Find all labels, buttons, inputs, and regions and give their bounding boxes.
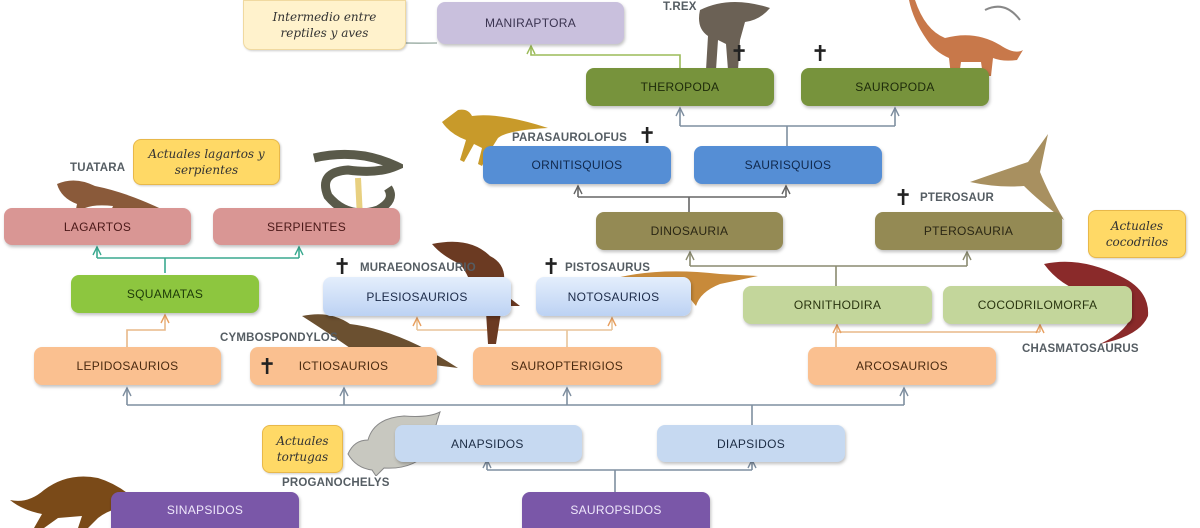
label-trex: T.REX	[663, 1, 697, 13]
node-anapsidos: ANAPSIDOS	[395, 425, 582, 462]
node-notosaurios: NOTOSAURIOS	[536, 277, 691, 316]
node-dinosauria: DINOSAURIA	[596, 212, 783, 250]
node-theropoda: THEROPODA	[586, 68, 774, 106]
node-sauropoda: SAUROPODA	[801, 68, 989, 106]
node-sauropsidos: SAUROPSIDOS	[522, 492, 710, 528]
label-proganochelys: PROGANOCHELYS	[282, 477, 390, 489]
label-pistosaurus: PISTOSAURUS	[565, 262, 651, 274]
label-muraeonosaurio: MURAEONOSAURIO	[360, 262, 476, 274]
node-plesiosaurios: PLESIOSAURIOS	[323, 277, 511, 316]
node-squamatas: SQUAMATAS	[71, 275, 259, 313]
label-pterosaur: PTEROSAUR	[920, 192, 995, 204]
synapsid-image	[10, 476, 136, 528]
note-actuales-cocodrilos: Actuales cocodrilos	[1088, 210, 1186, 258]
node-sauropterigios: SAUROPTERIGIOS	[473, 347, 661, 385]
extinct-cross-icon: ✝	[258, 355, 277, 380]
extinct-cross-icon: ✝	[811, 42, 830, 67]
label-parasaurolofus: PARASAUROLOFUS	[512, 132, 628, 144]
node-ornithodira: ORNITHODIRA	[743, 286, 932, 324]
parasaurolophus-image	[442, 109, 548, 166]
node-pterosauria: PTEROSAURIA	[875, 212, 1062, 250]
label-tuatara: TUATARA	[70, 162, 126, 174]
node-ictiosaurios: ICTIOSAURIOS	[250, 347, 437, 385]
node-maniraptora: MANIRAPTORA	[437, 2, 624, 44]
extinct-cross-icon: ✝	[542, 255, 561, 280]
note-intermedio-aves: Intermedio entre reptiles y aves	[243, 0, 406, 50]
label-chasmatosaurus: CHASMATOSAURUS	[1022, 343, 1139, 355]
node-ornitisquios: ORNITISQUIOS	[483, 146, 671, 184]
extinct-cross-icon: ✝	[638, 124, 657, 149]
extinct-cross-icon: ✝	[730, 42, 749, 67]
node-cocodrilomorfa: COCODRILOMORFA	[943, 286, 1132, 324]
node-lagartos: LAGARTOS	[4, 208, 191, 245]
sauropod-image	[909, 0, 1023, 76]
node-saurisquios: SAURISQUIOS	[694, 146, 882, 184]
node-serpientes: SERPIENTES	[213, 208, 400, 245]
node-arcosaurios: ARCOSAURIOS	[808, 347, 996, 385]
extinct-cross-icon: ✝	[333, 255, 352, 280]
pterosaur-image	[970, 134, 1064, 220]
node-lepidosaurios: LEPIDOSAURIOS	[34, 347, 221, 385]
extinct-cross-icon: ✝	[894, 186, 913, 211]
note-actuales-lagartos: Actuales lagartos y serpientes	[133, 139, 280, 185]
node-diapsidos: DIAPSIDOS	[657, 425, 845, 462]
label-cymbospondylos: CYMBOSPONDYLOS	[220, 332, 338, 344]
note-actuales-tortugas: Actuales tortugas	[262, 425, 343, 473]
node-sinapsidos: SINAPSIDOS	[111, 492, 299, 528]
trex-image	[699, 1, 770, 70]
